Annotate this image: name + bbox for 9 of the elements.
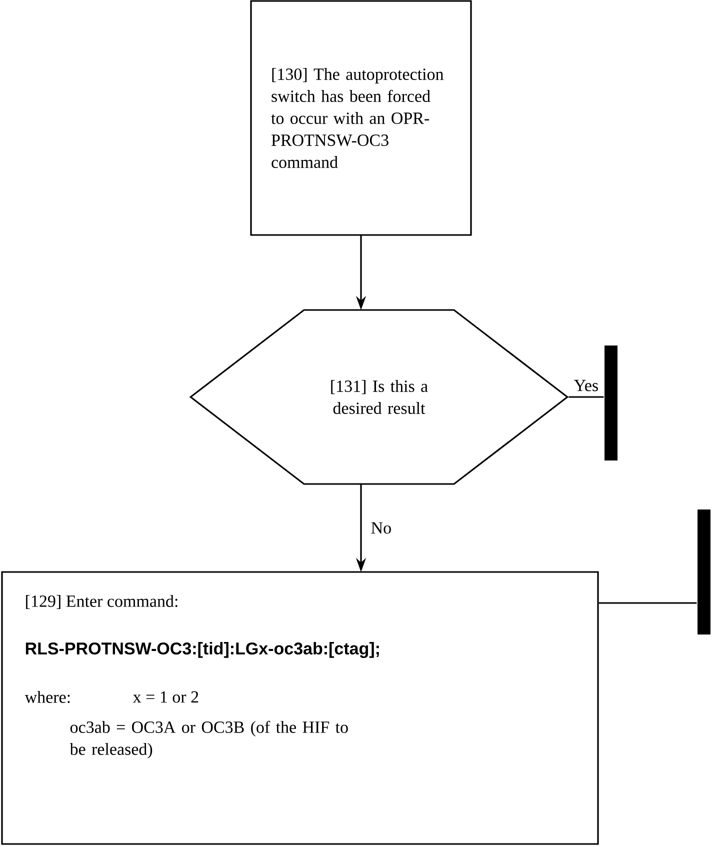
terminator-bar <box>698 510 710 634</box>
process-box: [129] Enter command: RLS-PROTNSW-OC3:[tid]:LGx-oc3ab:[ctag]; where: x = 1 or 2 oc3ab = OC3A or OC3B (of the HIF to be released) <box>1 571 599 845</box>
connector <box>598 602 697 604</box>
edge-label: No <box>371 522 391 534</box>
process-box: [130] The autoprotection switch has been forced to occur with an OPR-PROTNSW-OC3 command <box>250 0 472 236</box>
connector <box>568 396 604 398</box>
decision-hexagon: [131] Is this a desired result <box>189 309 569 485</box>
edge-label: Yes <box>574 380 598 392</box>
terminator-bar <box>604 346 618 460</box>
